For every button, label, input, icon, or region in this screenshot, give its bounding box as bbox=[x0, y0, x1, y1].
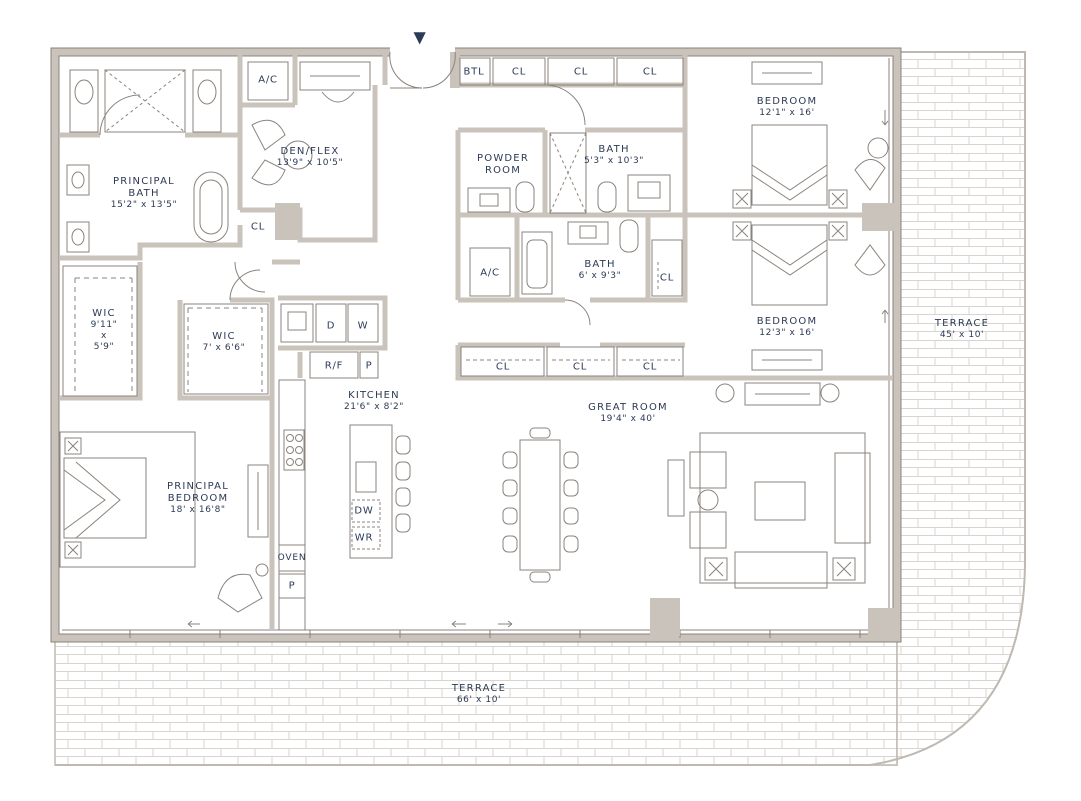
label-cl-top-1: CL bbox=[511, 66, 527, 78]
label-ac-bath: A/C bbox=[480, 267, 500, 279]
label-ac-top: A/C bbox=[258, 74, 278, 86]
center-bath-fixtures bbox=[467, 132, 683, 297]
closets-top bbox=[459, 57, 684, 86]
sliding-arrows bbox=[187, 110, 889, 628]
label-cl-top-2: CL bbox=[573, 66, 589, 78]
label-pantry-upper: P bbox=[365, 360, 373, 372]
label-washer: W bbox=[357, 320, 369, 332]
label-cl-bath: CL bbox=[250, 221, 266, 233]
label-wine-refrigerator: WR bbox=[354, 532, 374, 544]
principal-bedroom-fixtures bbox=[59, 431, 269, 613]
entry-door bbox=[389, 51, 456, 89]
label-cl-bottom-1: CL bbox=[495, 361, 511, 373]
door-swings bbox=[99, 84, 591, 326]
label-fridge: R/F bbox=[324, 360, 344, 372]
label-dryer: D bbox=[326, 320, 336, 332]
terrace-right bbox=[869, 51, 1026, 766]
label-dishwasher: DW bbox=[354, 505, 374, 517]
label-cl-top-3: CL bbox=[642, 66, 658, 78]
label-cl-center: CL bbox=[659, 272, 675, 284]
label-cl-bottom-3: CL bbox=[642, 361, 658, 373]
principal-bath-fixtures bbox=[66, 69, 229, 253]
kitchen-fixtures bbox=[278, 303, 411, 631]
great-room-furniture bbox=[502, 382, 871, 589]
wic-left-outline bbox=[62, 265, 138, 397]
entry-marker-icon: ▼ bbox=[413, 27, 427, 47]
structural-columns bbox=[275, 52, 896, 638]
den-fixtures bbox=[247, 61, 371, 186]
label-btl: BTL bbox=[463, 66, 485, 78]
wic-rods bbox=[74, 277, 263, 392]
label-pantry-lower: P bbox=[288, 580, 296, 592]
label-oven: OVEN bbox=[277, 553, 307, 563]
closets-bottom bbox=[460, 346, 684, 377]
label-cl-bottom-2: CL bbox=[572, 361, 588, 373]
bedroom-fixtures bbox=[732, 61, 889, 371]
exterior-wall-lines bbox=[50, 47, 902, 643]
wic-mid-outline bbox=[183, 303, 269, 395]
exterior-walls bbox=[51, 48, 901, 642]
